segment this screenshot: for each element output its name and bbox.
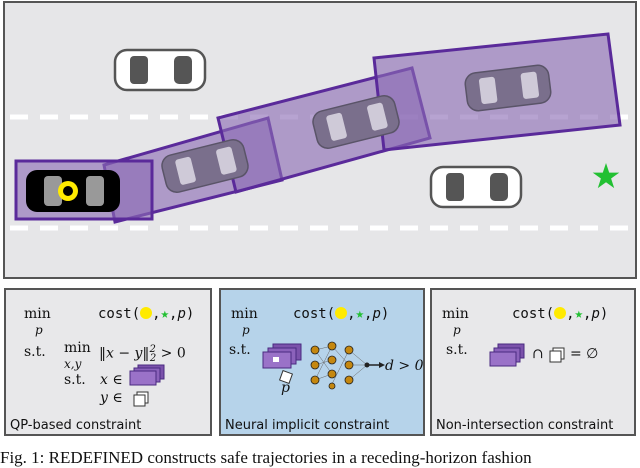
ego-marker-icon: [335, 307, 348, 319]
subject-to-label: s.t.: [229, 342, 251, 358]
p-label: p: [281, 380, 290, 396]
ghost-car-1: [161, 138, 249, 194]
obstacle-box-icon: [549, 347, 565, 363]
norm-expression: ‖x − y‖22 > 0: [99, 344, 186, 365]
reach-set-stack-icon: [262, 343, 302, 369]
empty-set-expression: = ∅: [570, 346, 599, 362]
panel-qp-based: min p cost(,★,p) s.t. min x,y ‖x − y‖22 …: [4, 288, 212, 436]
driving-scene: [3, 1, 637, 279]
y-in-label: y ∈: [100, 390, 123, 406]
obstacle-car-bottom: [429, 165, 523, 209]
panel-label: Non-intersection constraint: [436, 418, 614, 433]
goal-star-icon: ★: [355, 306, 365, 322]
intersection-symbol: ∩: [532, 346, 544, 362]
obstacle-car-top: [113, 48, 207, 92]
cost-function: cost(,★,p): [98, 306, 195, 322]
obstacle-box-icon: [279, 370, 293, 384]
inner-subject-to-label: s.t.: [64, 372, 86, 388]
min-operator: min: [231, 306, 258, 322]
distance-expression: d > 0: [385, 358, 424, 374]
reach-set-stack-icon: [129, 364, 165, 386]
goal-star-icon: ★: [160, 306, 170, 322]
min-operator: min: [24, 306, 51, 322]
min-subscript: p: [453, 323, 461, 337]
panel-non-intersection: min p cost(,★,p) s.t. ∩ = ∅ Non-intersec…: [430, 288, 636, 436]
panel-label: QP-based constraint: [10, 418, 142, 433]
goal-star-icon: [592, 163, 620, 189]
panel-label: Neural implicit constraint: [225, 418, 390, 433]
min-subscript: p: [35, 323, 43, 337]
goal-star-icon: ★: [574, 306, 584, 322]
ego-marker-icon: [140, 307, 153, 319]
subject-to-label: s.t.: [446, 342, 468, 358]
subject-to-label: s.t.: [24, 344, 46, 360]
min-operator: min: [442, 306, 469, 322]
min-subscript: p: [242, 323, 250, 337]
neural-network-icon: [310, 341, 385, 390]
figure-caption: Fig. 1: REDEFINED constructs safe trajec…: [0, 448, 532, 467]
obstacle-box-icon: [133, 391, 149, 407]
reach-set-stack-icon: [489, 343, 525, 367]
ghost-car-3: [464, 64, 552, 112]
cost-function: cost(,★,p): [512, 306, 609, 322]
inner-min-operator: min: [64, 340, 91, 356]
inner-min-subscript: x,y: [64, 357, 82, 371]
x-in-label: x ∈: [100, 372, 123, 388]
panel-neural-implicit: min p cost(,★,p) s.t. p d > 0 Neural imp…: [219, 288, 425, 436]
ghost-car-2: [312, 94, 400, 150]
ego-marker-icon: [554, 307, 567, 319]
ego-vehicle: [14, 159, 154, 221]
cost-function: cost(,★,p): [293, 306, 390, 322]
